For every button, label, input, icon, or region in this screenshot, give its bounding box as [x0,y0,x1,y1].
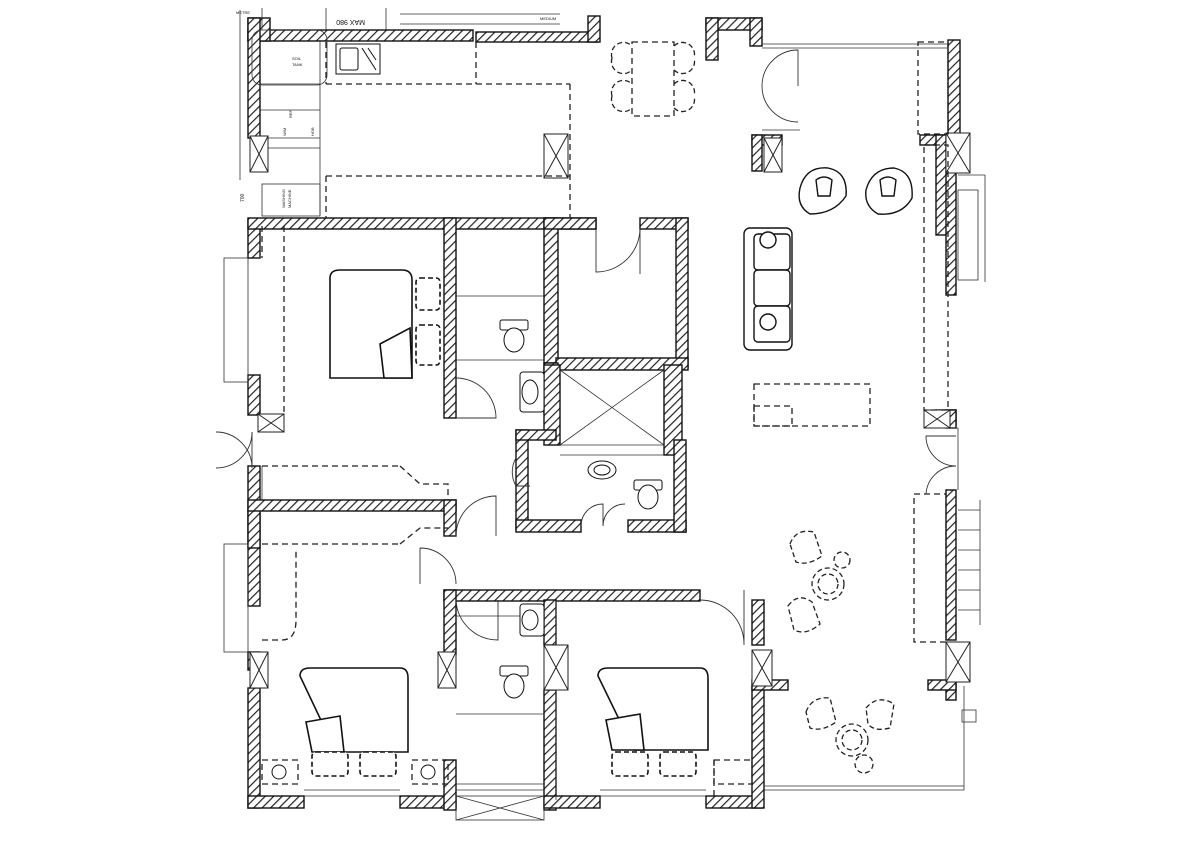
soil-label: SOIL [292,56,302,61]
washing-label: WASHING [281,189,286,208]
medium-label: MEDIUM [540,16,556,21]
dim-700-label: 700 [240,193,246,202]
max-dim-label: MAX 980 [336,18,365,25]
bath-fixtures [271,43,663,780]
beds [299,269,709,777]
ref-label: REF [288,109,293,118]
living-furniture [743,167,913,351]
metre-label: METRE [236,10,250,15]
thin-lines [223,8,986,821]
tank-label: TANK [292,62,303,67]
window-boxes [249,132,971,691]
dining-sets [610,41,895,774]
wm-label: W/M [282,128,287,136]
doors [215,49,957,646]
dashed-outlines [261,41,949,796]
machine-label: MACHINE [287,189,292,208]
hob-label: HOB [310,127,315,136]
annotations: MAX 980 METRE MEDIUM SOIL TANK 700 WASHI… [236,10,556,208]
